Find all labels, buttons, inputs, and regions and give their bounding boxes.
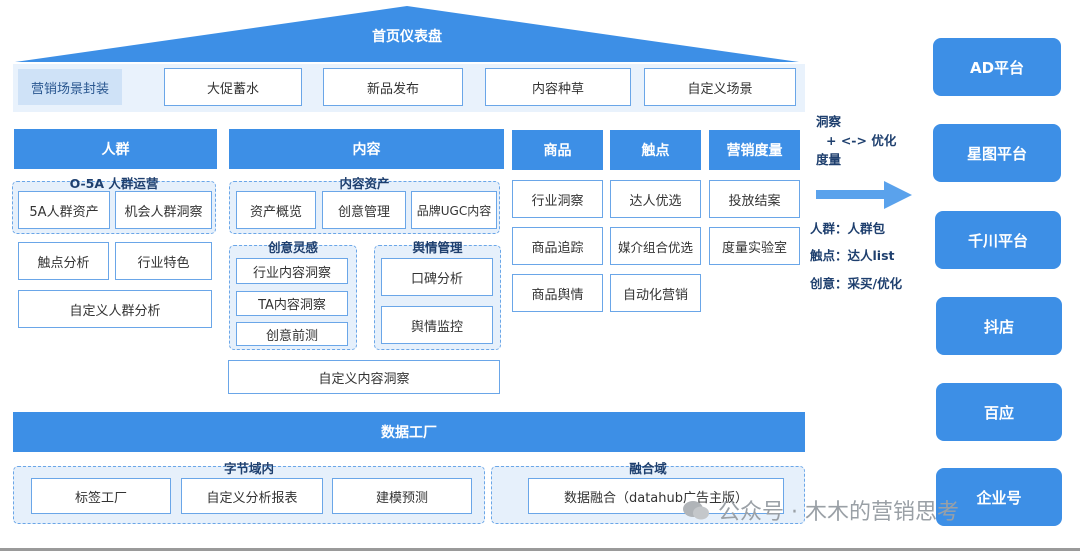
watermark-text: 公众号 · 木木的营销思考 <box>718 500 959 525</box>
content-header: 内容 <box>229 129 504 169</box>
platform-qianchuan[interactable]: 千川平台 <box>935 211 1061 269</box>
creative-inspiration-title: 创意灵感 <box>267 240 318 255</box>
goods-header: 商品 <box>512 130 603 170</box>
platform-ad[interactable]: AD平台 <box>933 38 1061 96</box>
measure-header: 营销度量 <box>709 130 800 170</box>
scene-item-seeding[interactable]: 内容种草 <box>485 68 631 106</box>
scene-label: 营销场景封装 <box>18 69 122 105</box>
note-creative: 创意：采买/优化 <box>810 276 903 291</box>
content-custom-insight[interactable]: 自定义内容洞察 <box>228 360 500 394</box>
creative-industry-insight[interactable]: 行业内容洞察 <box>236 258 348 284</box>
goods-industry-insight[interactable]: 行业洞察 <box>512 180 603 218</box>
crowd-header: 人群 <box>14 129 217 169</box>
right-arrow-icon <box>816 181 912 209</box>
goods-tracking[interactable]: 商品追踪 <box>512 227 603 265</box>
custom-report[interactable]: 自定义分析报表 <box>181 478 323 514</box>
note-touch: 触点：达人list <box>810 248 895 263</box>
measure-campaign-report[interactable]: 投放结案 <box>709 180 800 218</box>
content-creative-manage[interactable]: 创意管理 <box>322 191 406 229</box>
note-insight: 洞察 <box>816 114 842 129</box>
watermark: 公众号 · 木木的营销思考 <box>682 494 959 526</box>
crowd-industry-feature[interactable]: 行业特色 <box>115 242 212 280</box>
data-fusion[interactable]: 数据融合（datahub广告主版） <box>528 478 784 514</box>
platform-enterprise[interactable]: 企业号 <box>936 468 1062 526</box>
opinion-monitor[interactable]: 舆情监控 <box>381 306 493 344</box>
creative-pretest[interactable]: 创意前测 <box>236 322 348 346</box>
data-factory-header: 数据工厂 <box>13 412 805 452</box>
touch-kol-select[interactable]: 达人优选 <box>610 180 701 218</box>
measure-lab[interactable]: 度量实验室 <box>709 227 800 265</box>
crowd-custom-analysis[interactable]: 自定义人群分析 <box>18 290 212 328</box>
byte-domain-title: 字节域内 <box>223 461 274 476</box>
bottom-divider <box>0 548 1080 551</box>
opinion-reputation[interactable]: 口碑分析 <box>381 258 493 296</box>
crowd-touchpoint-analysis[interactable]: 触点分析 <box>18 242 109 280</box>
crowd-ops-title: O-5A 人群运营 <box>69 176 159 191</box>
roof-shape <box>15 6 799 62</box>
content-asset-overview[interactable]: 资产概览 <box>236 191 316 229</box>
content-brand-ugc[interactable]: 品牌UGC内容 <box>411 191 497 229</box>
note-measure: 度量 <box>816 152 842 167</box>
note-optimize: + <-> 优化 <box>826 133 897 148</box>
modeling-forecast[interactable]: 建模预测 <box>332 478 472 514</box>
note-crowd: 人群：人群包 <box>810 221 886 236</box>
platform-xingtu[interactable]: 星图平台 <box>933 124 1061 182</box>
platform-baiying[interactable]: 百应 <box>936 383 1062 441</box>
wechat-icon <box>683 501 709 520</box>
label-factory[interactable]: 标签工厂 <box>31 478 171 514</box>
opinion-title: 舆情管理 <box>412 240 463 255</box>
goods-opinion[interactable]: 商品舆情 <box>512 274 603 312</box>
content-assets-title: 内容资产 <box>339 176 390 191</box>
touch-auto-marketing[interactable]: 自动化营销 <box>610 274 701 312</box>
creative-ta-insight[interactable]: TA内容洞察 <box>236 291 348 316</box>
platform-douyin-shop[interactable]: 抖店 <box>936 297 1062 355</box>
crowd-opportunity-insight[interactable]: 机会人群洞察 <box>115 191 212 229</box>
scene-item-launch[interactable]: 新品发布 <box>323 68 463 106</box>
scene-item-promo[interactable]: 大促蓄水 <box>164 68 302 106</box>
touch-media-mix[interactable]: 媒介组合优选 <box>610 227 701 265</box>
scene-item-custom[interactable]: 自定义场景 <box>644 68 796 106</box>
dashboard-title: 首页仪表盘 <box>372 29 442 45</box>
crowd-5a-assets[interactable]: 5A人群资产 <box>18 191 110 229</box>
fusion-domain-title: 融合域 <box>629 461 667 476</box>
touch-header: 触点 <box>610 130 701 170</box>
